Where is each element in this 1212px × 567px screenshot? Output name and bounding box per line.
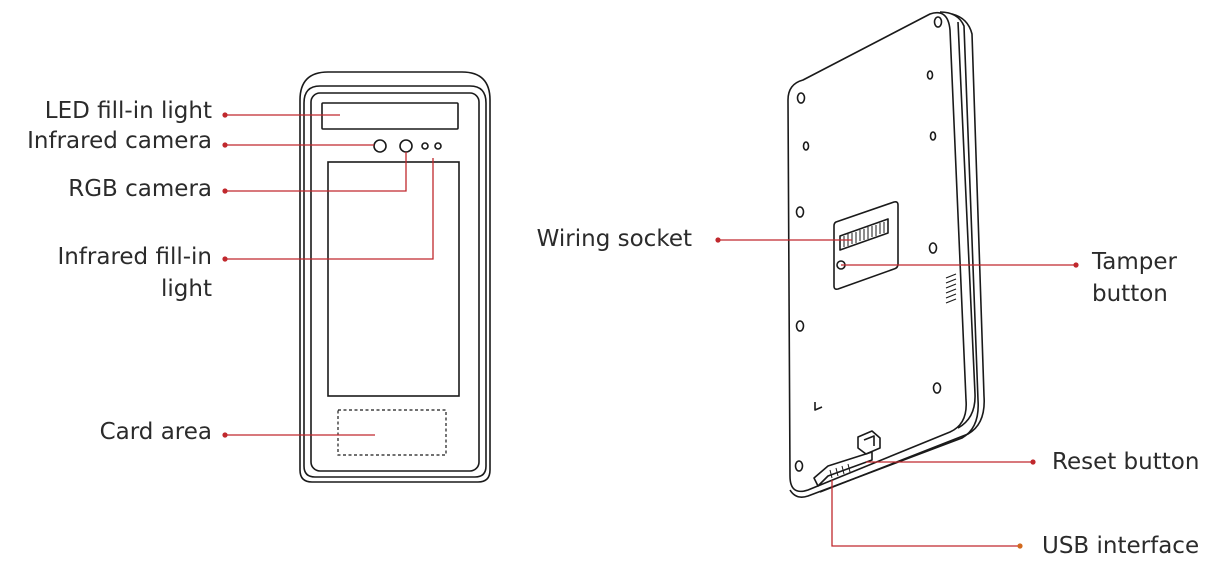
screw-hole: [929, 131, 937, 141]
bottom-notch-inner: [863, 435, 875, 446]
wiring-socket-connector: [839, 218, 889, 251]
wiring-socket-panel: [833, 201, 899, 290]
label-led-fill-in-light: LED fill-in light: [44, 98, 212, 124]
front-screen: [327, 161, 460, 397]
dot-ir-camera: [222, 142, 228, 148]
label-card-area: Card area: [99, 419, 212, 445]
screw-hole: [933, 16, 943, 28]
label-wiring-socket: Wiring socket: [536, 226, 692, 252]
screw-hole: [802, 141, 810, 151]
dot-ir-fill: [222, 256, 228, 262]
screw-hole: [795, 206, 805, 218]
leader-rgb-camera: [225, 152, 407, 192]
screw-hole: [928, 242, 938, 254]
dot-reset: [1030, 459, 1036, 465]
front-leader-dots: [222, 112, 228, 438]
rgb-camera-lens: [399, 139, 413, 153]
usb-port: [813, 451, 873, 487]
screw-hole: [794, 460, 804, 472]
dot-card-area: [222, 432, 228, 438]
back-device: [787, 11, 985, 498]
back-mark: [814, 402, 823, 411]
front-device: [299, 71, 491, 483]
label-tamper-2: button: [1092, 281, 1168, 307]
label-reset-button: Reset button: [1052, 449, 1200, 475]
dot-rgb-camera: [222, 188, 228, 194]
screw-hole: [932, 382, 942, 394]
screw-hole: [926, 70, 934, 80]
dot-tamper: [1073, 262, 1079, 268]
front-leaders: [225, 114, 434, 436]
vent-slits: [945, 273, 957, 304]
ir-fill-light-1: [421, 142, 429, 150]
screw-hole: [795, 320, 805, 332]
front-inner-shell: [303, 85, 487, 478]
back-side-edge: [789, 11, 979, 498]
back-face: [787, 11, 967, 493]
dot-wiring-socket: [715, 237, 721, 243]
dot-led: [222, 112, 228, 118]
back-side-edge-3: [957, 21, 976, 429]
label-rgb-camera: RGB camera: [68, 176, 212, 202]
label-infrared-fill-in-light-1: Infrared fill-in: [57, 244, 212, 270]
bottom-notch: [857, 430, 881, 455]
leader-ir-fill: [225, 158, 434, 260]
label-usb-interface: USB interface: [1042, 533, 1200, 559]
label-infrared-fill-in-light-2: light: [161, 276, 212, 302]
ir-fill-light-2: [434, 142, 442, 150]
back-side-edge-2: [819, 13, 985, 493]
usb-port-detail: [829, 463, 851, 479]
card-area-box: [337, 409, 447, 456]
led-strip: [321, 102, 459, 130]
wiring-socket-pins: [843, 222, 885, 247]
front-face-panel: [310, 92, 480, 472]
screw-hole: [796, 92, 806, 104]
back-leaders: [718, 239, 1076, 463]
ir-camera-lens: [373, 139, 387, 153]
back-leader-dots: [715, 237, 1079, 549]
leader-usb: [831, 480, 1020, 547]
dot-usb: [1017, 543, 1023, 549]
label-infrared-camera: Infrared camera: [27, 128, 212, 154]
front-outer-shell: [299, 71, 491, 483]
label-tamper-1: Tamper: [1092, 249, 1177, 275]
